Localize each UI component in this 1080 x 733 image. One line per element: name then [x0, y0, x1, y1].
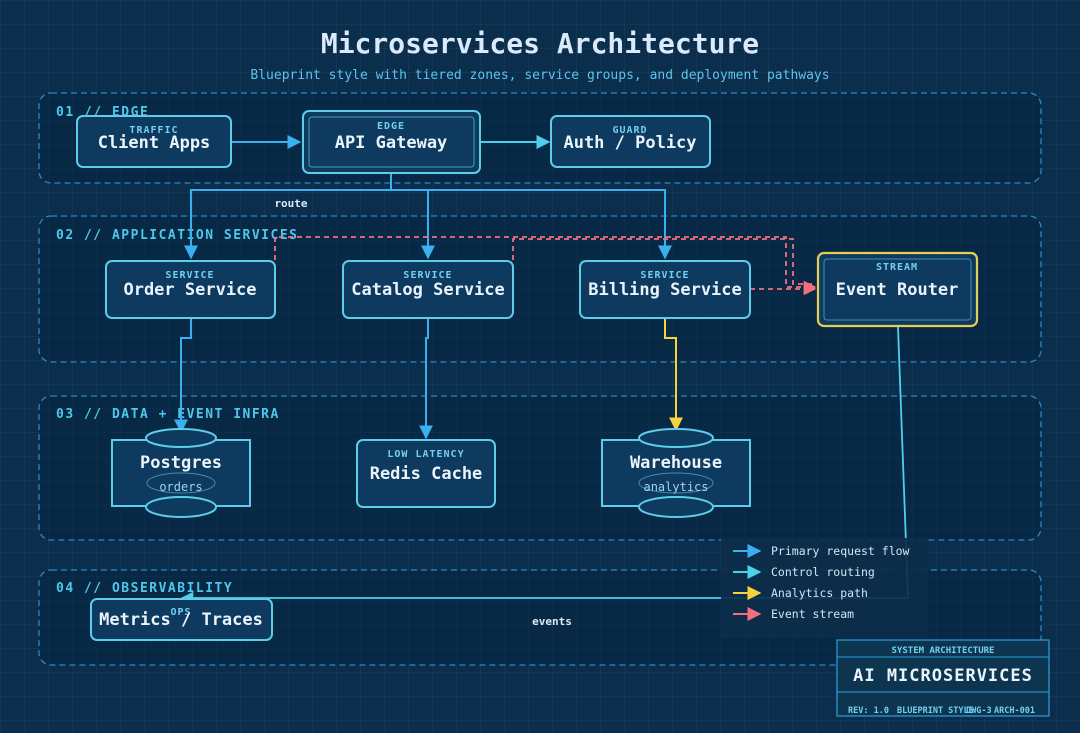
node-label: Metrics / Traces	[99, 610, 263, 630]
diagram-title: Microservices Architecture	[321, 27, 759, 60]
legend: Primary request flow Control routing Ana…	[721, 538, 928, 638]
legend-item-event: Event stream	[733, 607, 854, 621]
node-event-router[interactable]: STREAM Event Router	[816, 251, 979, 328]
title-block-heading: SYSTEM ARCHITECTURE	[892, 646, 995, 656]
node-catalog-service[interactable]: SERVICE Catalog Service	[342, 260, 514, 319]
node-sub: analytics	[643, 480, 708, 494]
node-label: Catalog Service	[351, 280, 505, 300]
title-block-name: AI MICROSERVICES	[853, 666, 1033, 686]
edge-gateway-billing	[391, 189, 672, 260]
node-label: Postgres	[140, 453, 222, 473]
zone-label-data: 03 // DATA + EVENT INFRA	[56, 407, 280, 422]
legend-item-control: Control routing	[733, 565, 875, 579]
node-label: Client Apps	[98, 133, 211, 153]
legend-item-primary: Primary request flow	[733, 544, 910, 558]
edge-label-route: route	[274, 197, 307, 210]
title-block-drawing: ARCH-001	[994, 706, 1035, 716]
legend-label: Analytics path	[771, 586, 868, 600]
title-block-style: BLUEPRINT STYLE	[897, 706, 974, 716]
node-tag: SERVICE	[403, 270, 452, 281]
edge-order-router	[274, 236, 817, 294]
node-api-gateway[interactable]: EDGE API Gateway	[302, 110, 481, 174]
legend-label: Control routing	[771, 565, 875, 579]
zone-label-obs: 04 // OBSERVABILITY	[56, 581, 233, 596]
node-auth-policy[interactable]: GUARD Auth / Policy	[550, 115, 711, 168]
node-tag: LOW LATENCY	[387, 449, 464, 460]
node-label: Warehouse	[630, 453, 722, 473]
node-label: Auth / Policy	[563, 133, 696, 153]
legend-label: Event stream	[771, 607, 854, 621]
title-block-rev: REV: 1.0	[848, 706, 889, 716]
node-tag: SERVICE	[165, 270, 214, 281]
edge-billing-warehouse	[664, 319, 683, 432]
node-tag: SERVICE	[640, 270, 689, 281]
node-tag: GUARD	[612, 125, 647, 136]
zone-data-infra: 03 // DATA + EVENT INFRA	[38, 395, 1042, 541]
edge-order-postgres	[174, 319, 192, 434]
node-metrics-traces[interactable]: OPS Metrics / Traces	[90, 598, 273, 641]
node-client-apps[interactable]: TRAFFIC Client Apps	[76, 115, 232, 168]
edge-label-events: events	[532, 615, 572, 628]
node-sub: orders	[159, 480, 202, 494]
zone-label-app: 02 // APPLICATION SERVICES	[56, 228, 299, 243]
title-block: SYSTEM ARCHITECTURE AI MICROSERVICES REV…	[836, 639, 1050, 717]
node-label: Event Router	[836, 280, 959, 300]
node-tag: OPS	[170, 607, 191, 618]
node-tag: TRAFFIC	[129, 125, 178, 136]
node-tag: STREAM	[876, 262, 918, 273]
node-label: API Gateway	[335, 133, 448, 153]
node-redis-cache[interactable]: LOW LATENCY Redis Cache	[356, 439, 496, 508]
diagram-subtitle: Blueprint style with tiered zones, servi…	[250, 68, 829, 83]
node-tag: EDGE	[377, 121, 405, 132]
node-label: Billing Service	[588, 280, 742, 300]
node-postgres[interactable]: Postgres orders	[111, 428, 251, 518]
node-order-service[interactable]: SERVICE Order Service	[105, 260, 276, 319]
edge-gateway-order	[184, 173, 392, 260]
legend-item-analytics: Analytics path	[733, 586, 868, 600]
edge-catalog-router	[512, 238, 815, 285]
node-label: Redis Cache	[370, 464, 483, 484]
node-warehouse[interactable]: Warehouse analytics	[601, 428, 751, 518]
node-billing-service[interactable]: SERVICE Billing Service	[579, 260, 751, 319]
title-block-sheet: DWG-3	[966, 706, 992, 716]
node-label: Order Service	[123, 280, 256, 300]
zone-application-services: 02 // APPLICATION SERVICES	[38, 215, 1042, 363]
edge-catalog-redis	[419, 319, 433, 440]
legend-label: Primary request flow	[771, 544, 910, 558]
